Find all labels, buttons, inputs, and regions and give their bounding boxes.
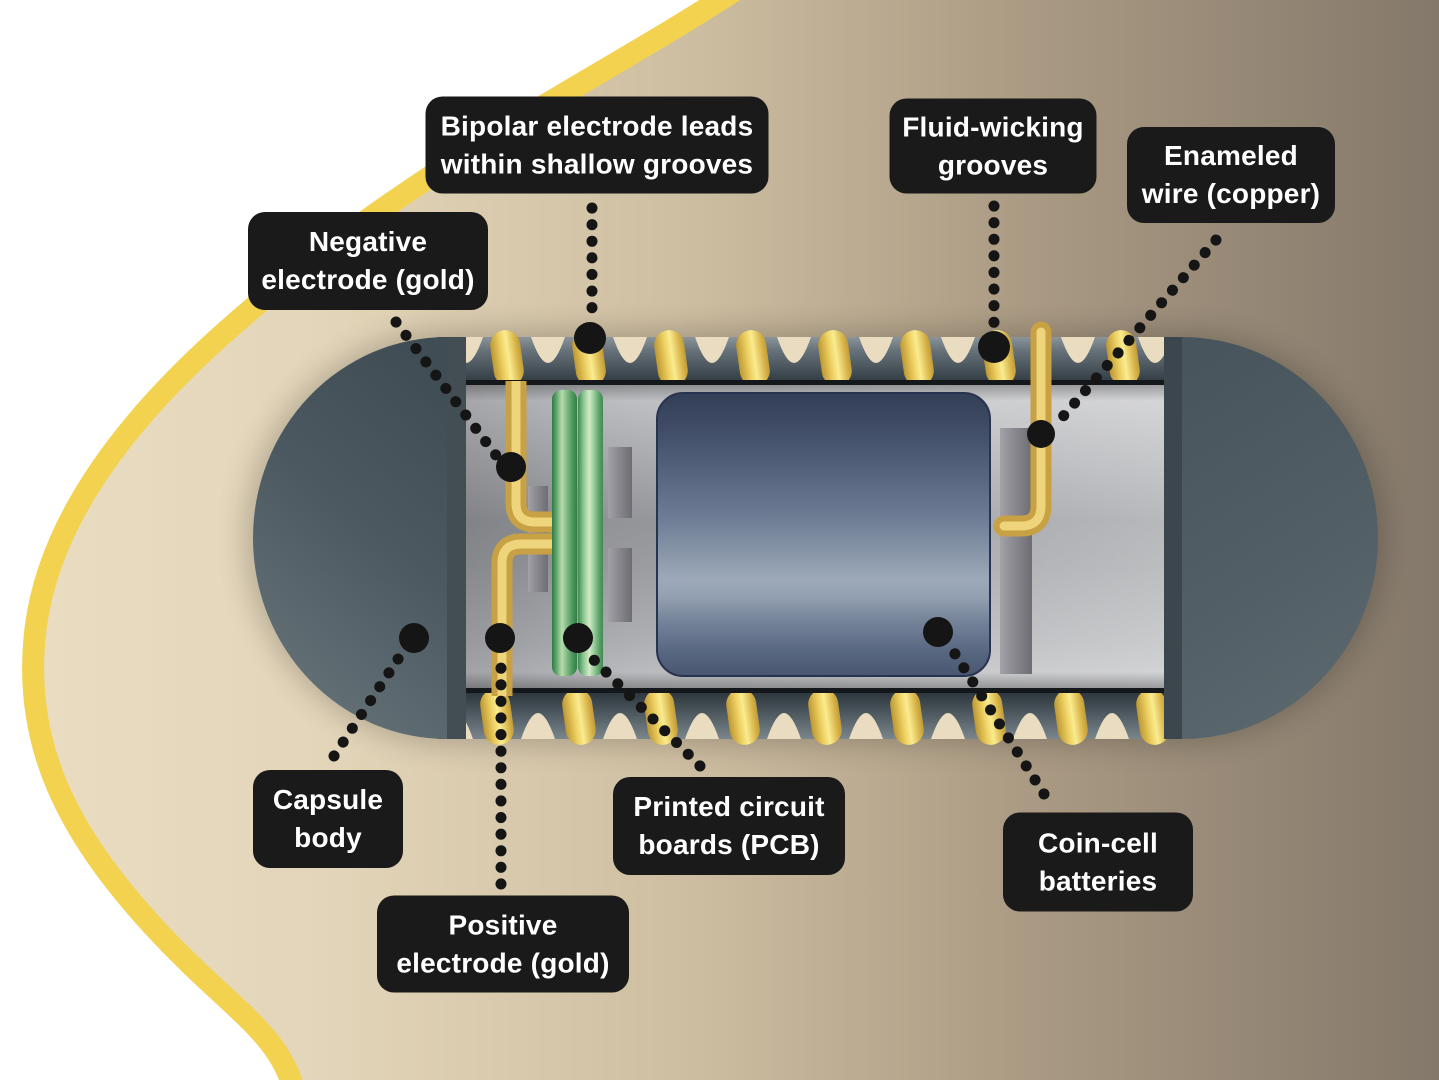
- enameled-wire-lead: [993, 321, 1052, 537]
- label-line: Printed circuit: [633, 791, 825, 822]
- label-positive-electrode: Positive electrode (gold): [377, 895, 629, 993]
- label-line: Coin-cell: [1037, 827, 1159, 858]
- leader-lines: [328, 200, 1222, 890]
- leader-coin: [944, 640, 1050, 800]
- coin-cell-battery: [656, 392, 991, 677]
- label-line: batteries: [1038, 865, 1158, 896]
- label-line: body: [294, 822, 362, 853]
- label-enameled-wire: Enameled wire (copper): [1127, 127, 1335, 223]
- label-negative-electrode: Negative electrode (gold): [248, 212, 488, 310]
- endpoint-negative: [496, 452, 526, 482]
- capsule-right-collar: [1164, 337, 1182, 739]
- leader-capsule: [328, 644, 410, 762]
- capsule-right-cap: [1182, 337, 1378, 739]
- capsule-bottom-threads: [439, 687, 1182, 747]
- endpoint-enameled: [1027, 420, 1055, 448]
- wire-coil-bottom: [478, 687, 1172, 747]
- leader-endpoints: [399, 322, 1055, 653]
- endpoint-capsule: [399, 623, 429, 653]
- battery-bracket: [1000, 428, 1032, 674]
- label-coin-cell-batteries: Coin-cell batteries: [1003, 812, 1193, 912]
- label-line: within shallow grooves: [440, 148, 754, 179]
- endpoint-coin: [923, 617, 953, 647]
- label-capsule-body: Capsule body: [253, 770, 403, 868]
- capsule-top-threads: [440, 328, 1182, 388]
- label-line: Capsule: [272, 784, 384, 815]
- label-line: Bipolar electrode leads: [440, 110, 754, 141]
- label-line: boards (PCB): [638, 829, 820, 860]
- label-line: electrode (gold): [396, 947, 610, 978]
- negative-electrode-lead: [505, 381, 556, 533]
- label-line: wire (copper): [1141, 178, 1321, 209]
- label-fluid-wicking-grooves: Fluid-wicking grooves: [889, 98, 1097, 194]
- label-line: Negative: [308, 226, 428, 257]
- label-printed-circuit-boards: Printed circuit boards (PCB): [613, 777, 845, 875]
- positive-electrode-lead: [491, 533, 556, 696]
- endpoint-bipolar: [574, 322, 606, 354]
- label-line: grooves: [937, 149, 1049, 180]
- pcb-boards: [552, 390, 603, 676]
- endpoint-fluid: [978, 331, 1010, 363]
- leader-pcb: [584, 650, 706, 772]
- label-line: Enameled: [1164, 140, 1298, 171]
- endpoint-positive: [485, 623, 515, 653]
- label-line: Positive: [448, 909, 558, 940]
- endpoint-pcb: [563, 623, 593, 653]
- leader-negative: [390, 316, 504, 464]
- capsule-left-cap: [253, 337, 447, 739]
- label-line: Fluid-wicking: [902, 111, 1084, 142]
- label-bipolar-electrode-leads: Bipolar electrode leads within shallow g…: [425, 96, 769, 194]
- label-line: electrode (gold): [261, 264, 475, 295]
- pcb-right-tabs: [608, 447, 632, 622]
